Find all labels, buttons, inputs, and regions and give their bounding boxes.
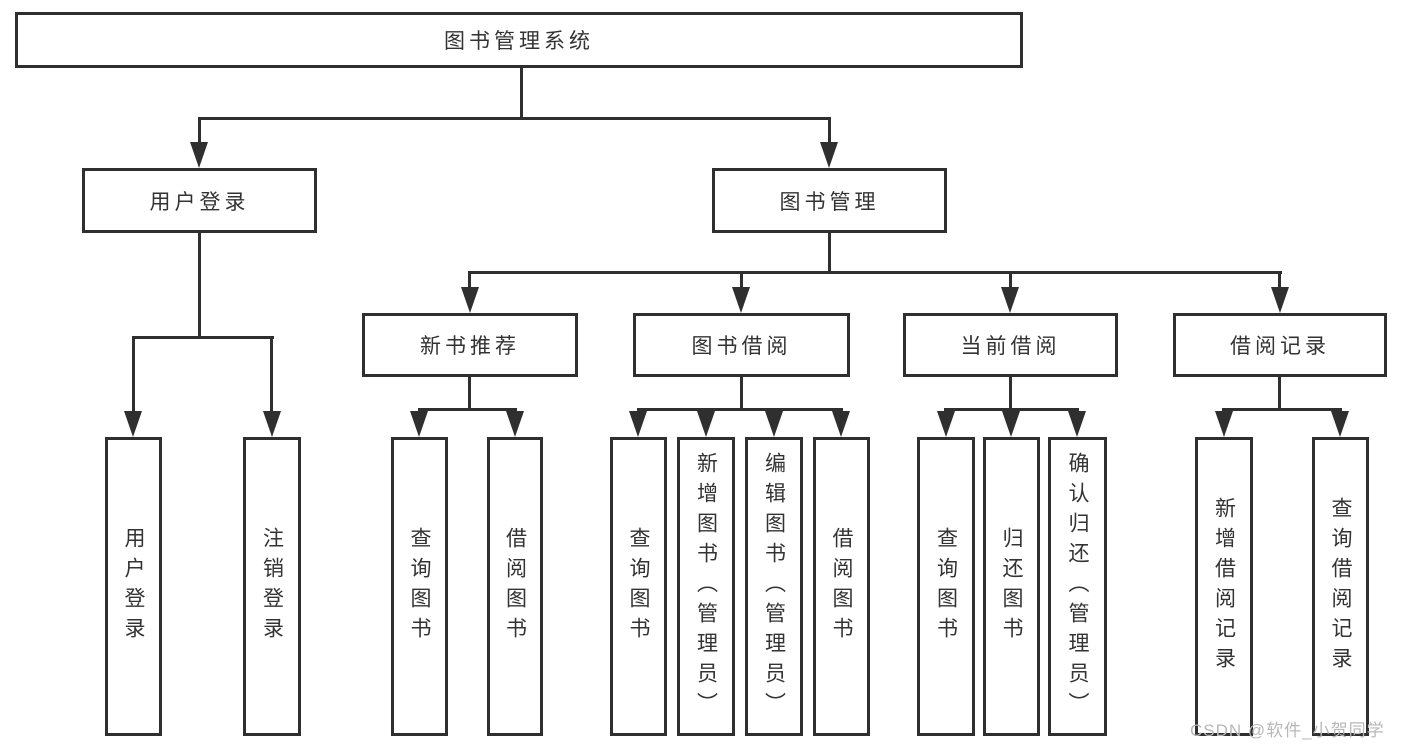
connector-rail-level2 — [198, 117, 831, 120]
node-label: 借阅记录 — [1230, 335, 1330, 358]
leaf-query-books-recommend: 查询图书 — [391, 437, 448, 736]
connector-stem-root — [520, 66, 523, 120]
connector-stem-book-management — [828, 231, 831, 274]
connector-drop-login-leaf — [132, 339, 135, 417]
node-label: 新增借阅记录 — [1212, 496, 1236, 677]
leaf-query-books-current: 查询图书 — [917, 437, 975, 736]
arrow-down-icon — [124, 411, 142, 437]
arrow-down-icon — [629, 411, 647, 437]
node-label: 查询图书 — [408, 526, 431, 647]
connector-rail-level3 — [468, 271, 1282, 274]
node-label: 确认归还（管理员） — [1066, 451, 1089, 722]
arrow-down-icon — [190, 142, 208, 168]
connector-rail-book-borrow — [637, 408, 843, 411]
node-label: 查询图书 — [934, 526, 958, 647]
node-current-borrow: 当前借阅 — [903, 313, 1118, 377]
connector-rail-new-book — [418, 408, 517, 411]
arrow-down-icon — [820, 142, 838, 168]
connector-drop-book-management — [828, 120, 831, 148]
node-label: 注销登录 — [260, 526, 284, 647]
node-book-borrow: 图书借阅 — [633, 313, 850, 377]
node-label: 编辑图书（管理员） — [762, 451, 786, 722]
arrow-down-icon — [937, 411, 955, 437]
arrow-down-icon — [506, 411, 524, 437]
node-label: 新书推荐 — [420, 335, 520, 358]
arrow-down-icon — [461, 287, 479, 313]
leaf-return-book: 归还图书 — [983, 437, 1040, 736]
node-label: 图书管理 — [779, 190, 880, 214]
connector-drop-borrow-records — [1278, 274, 1281, 293]
node-label: 用户登录 — [149, 190, 250, 214]
connector-rail-borrow-records — [1222, 408, 1342, 411]
arrow-down-icon — [832, 411, 850, 437]
connector-drop-book-borrow — [740, 274, 743, 293]
node-label: 查询借阅记录 — [1329, 496, 1352, 677]
arrow-down-icon — [1068, 411, 1086, 437]
node-label: 新增图书（管理员） — [694, 451, 718, 722]
connector-stem-new-book — [468, 375, 471, 411]
leaf-add-borrow-record: 新增借阅记录 — [1195, 437, 1253, 736]
node-library-management-system: 图书管理系统 — [15, 12, 1023, 68]
arrow-down-icon — [732, 287, 750, 313]
node-user-login: 用户登录 — [82, 168, 317, 233]
connector-stem-user-login — [198, 231, 201, 339]
arrow-down-icon — [263, 411, 281, 437]
connector-drop-logout-leaf — [270, 339, 273, 417]
connector-rail-user-login — [132, 336, 274, 339]
arrow-down-icon — [697, 411, 715, 437]
connector-drop-new-book — [468, 274, 471, 293]
node-label: 用户登录 — [122, 526, 145, 647]
node-label: 图书管理系统 — [444, 30, 594, 53]
connector-stem-current-borrow — [1009, 375, 1012, 411]
node-label: 当前借阅 — [960, 335, 1061, 358]
arrow-down-icon — [1002, 411, 1020, 437]
arrow-down-icon — [1001, 287, 1019, 313]
connector-rail-current-borrow — [944, 408, 1079, 411]
node-new-book-recommend: 新书推荐 — [362, 313, 578, 377]
arrow-down-icon — [765, 411, 783, 437]
leaf-borrow-books-recommend: 借阅图书 — [487, 437, 543, 736]
node-label: 借阅图书 — [503, 526, 527, 647]
connector-drop-user-login — [198, 120, 201, 148]
arrow-down-icon — [1215, 411, 1233, 437]
connector-stem-book-borrow — [740, 375, 743, 411]
csdn-watermark: CSDN @软件_小贺同学 — [1190, 721, 1385, 740]
arrow-down-icon — [1331, 411, 1349, 437]
node-label: 查询图书 — [627, 526, 650, 647]
leaf-confirm-return-admin: 确认归还（管理员） — [1048, 437, 1107, 736]
node-label: 归还图书 — [1000, 526, 1023, 647]
arrow-down-icon — [410, 411, 428, 437]
node-borrow-records: 借阅记录 — [1173, 313, 1387, 377]
leaf-logout: 注销登录 — [243, 437, 301, 736]
leaf-query-borrow-record: 查询借阅记录 — [1312, 437, 1369, 736]
connector-stem-borrow-records — [1278, 375, 1281, 411]
node-label: 借阅图书 — [830, 526, 853, 647]
node-book-management: 图书管理 — [712, 168, 947, 233]
leaf-borrow-books: 借阅图书 — [813, 437, 870, 736]
leaf-edit-book-admin: 编辑图书（管理员） — [745, 437, 803, 736]
leaf-user-login: 用户登录 — [105, 437, 162, 736]
leaf-query-books-borrow: 查询图书 — [610, 437, 667, 736]
connector-drop-current-borrow — [1009, 274, 1012, 293]
leaf-add-book-admin: 新增图书（管理员） — [677, 437, 735, 736]
arrow-down-icon — [1271, 287, 1289, 313]
node-label: 图书借阅 — [691, 335, 792, 358]
